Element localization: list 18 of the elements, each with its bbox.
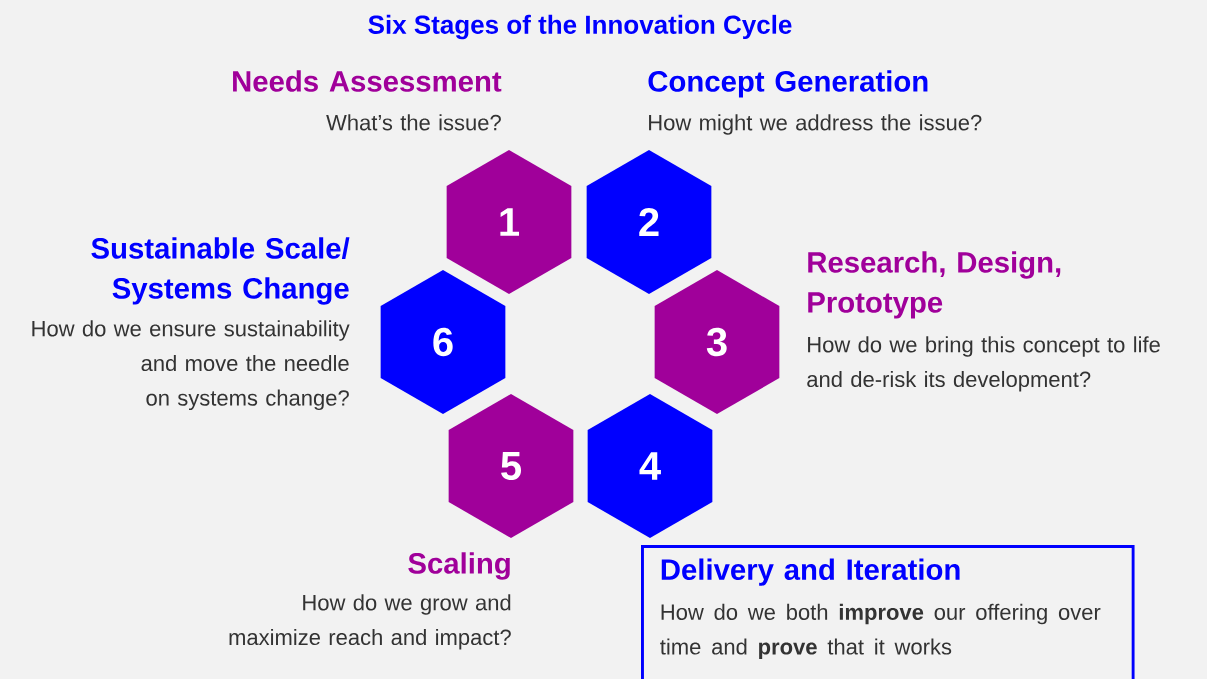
hexagon: 3 [654,270,780,414]
hexagon: 5 [448,394,574,538]
stage-heading: Concept Generation [648,70,928,98]
stage-heading: Sustainable Scale/ Systems Change [91,237,350,305]
hexagon: 2 [586,150,712,294]
stage-description: What’s the issue? [326,114,501,131]
stage-heading: Needs Assessment [233,70,502,92]
hexagon: 4 [587,394,713,538]
stage-description: How might we address the issue? [649,114,982,135]
stage-description: How do we bring this concept to life and de-risk its development? [807,336,1160,392]
stage-heading: Research, Design, Prototype [808,251,1061,319]
stage-box: Delivery and Iteration How do we both improve our offering over time and prove that it works [641,545,1135,679]
stage-heading: Scaling [408,552,510,580]
title: Six Stages of the Innovation Cycle [368,14,792,40]
hexagon: 6 [380,270,506,414]
hexagon: 1 [446,150,572,294]
stage-description: How do we ensure sustainability and move the needle on systems change? [32,320,350,411]
stage-description: How do we grow and maximize reach and impact? [229,594,511,650]
